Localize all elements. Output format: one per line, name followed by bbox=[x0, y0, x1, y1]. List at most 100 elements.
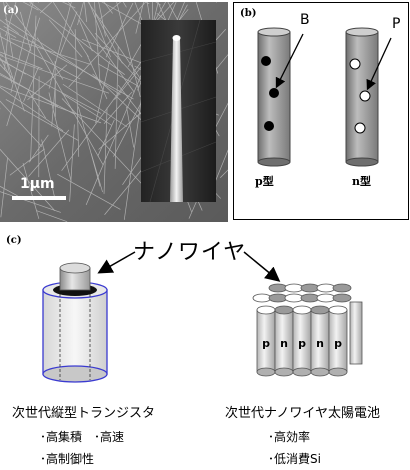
sem-image-panel: (a) 1μm bbox=[0, 2, 228, 222]
sem-fiber bbox=[10, 38, 91, 65]
sem-fiber bbox=[28, 129, 70, 177]
phosphorus-label: P bbox=[392, 16, 401, 32]
sem-fiber bbox=[127, 2, 167, 68]
nanowire-top bbox=[332, 293, 352, 303]
sem-fiber bbox=[95, 60, 110, 124]
sem-fiber bbox=[3, 25, 134, 100]
sem-fiber bbox=[105, 2, 134, 58]
sem-fiber bbox=[90, 153, 103, 193]
sem-fiber bbox=[116, 2, 141, 98]
p-type-rod bbox=[257, 27, 291, 167]
nanowire-top bbox=[284, 283, 304, 293]
sem-fiber bbox=[36, 37, 64, 80]
sem-fiber bbox=[97, 63, 140, 87]
sem-fiber bbox=[27, 64, 68, 100]
nanowire-rod bbox=[349, 301, 363, 365]
sem-fiber bbox=[3, 2, 14, 59]
boron-label: B bbox=[300, 12, 310, 28]
scale-bar bbox=[12, 196, 66, 200]
nanowire-top bbox=[274, 305, 294, 315]
doping-type-letter: n bbox=[316, 337, 324, 350]
sem-fiber bbox=[126, 106, 135, 148]
sem-fiber bbox=[0, 86, 64, 132]
nanowire-top bbox=[300, 293, 320, 303]
sem-fiber bbox=[85, 75, 142, 206]
transistor-feature-1: ･高集積 ･高速 bbox=[40, 430, 125, 444]
sem-fiber bbox=[48, 92, 72, 182]
sem-fiber bbox=[0, 100, 43, 147]
sem-fiber bbox=[48, 19, 83, 58]
sem-fiber bbox=[0, 85, 102, 124]
panel-b-label: (b) bbox=[240, 8, 257, 19]
panel-c-label: (c) bbox=[6, 235, 22, 246]
sem-fiber bbox=[209, 102, 228, 139]
nanowire-top bbox=[300, 283, 320, 293]
nanowire-tip bbox=[172, 35, 181, 41]
sem-fiber bbox=[0, 51, 43, 70]
sem-fiber bbox=[0, 72, 58, 107]
nanowire-top bbox=[252, 293, 272, 303]
sem-fiber bbox=[210, 149, 228, 192]
n-type-label: n型 bbox=[352, 175, 371, 188]
nanowire-top bbox=[332, 283, 352, 293]
sem-fiber bbox=[88, 2, 111, 58]
boron-arrow bbox=[275, 33, 304, 89]
solar-arrow bbox=[243, 251, 281, 282]
sem-fiber bbox=[0, 19, 19, 34]
sem-fiber bbox=[22, 2, 39, 11]
sem-fiber bbox=[69, 124, 75, 202]
sem-fiber bbox=[57, 173, 121, 210]
nanowire-top bbox=[284, 293, 304, 303]
sem-fiber bbox=[0, 58, 26, 75]
doping-type-letter: p bbox=[298, 337, 306, 350]
sem-fiber bbox=[134, 2, 143, 22]
phosphorus-arrow bbox=[366, 37, 392, 91]
nanowire-bottom bbox=[310, 367, 330, 377]
sem-fiber bbox=[22, 163, 40, 219]
sem-fiber bbox=[0, 35, 81, 80]
phosphorus-dopant bbox=[359, 90, 371, 102]
scale-bar-label: 1μm bbox=[20, 176, 55, 192]
boron-dopant bbox=[269, 88, 279, 98]
sem-fiber bbox=[36, 210, 68, 222]
p-type-label: p型 bbox=[255, 175, 274, 188]
nanowire-bottom bbox=[274, 367, 294, 377]
sem-fiber bbox=[27, 90, 46, 119]
sem-fiber bbox=[146, 2, 151, 19]
sem-fiber bbox=[4, 32, 9, 71]
nanowire-top bbox=[316, 293, 336, 303]
sem-fiber bbox=[5, 57, 25, 112]
transistor-feature-2: ･高制御性 bbox=[40, 452, 95, 466]
phosphorus-dopant bbox=[354, 122, 366, 134]
sem-fiber bbox=[84, 2, 88, 22]
sem-fiber bbox=[61, 52, 149, 171]
doping-type-letter: p bbox=[262, 337, 270, 350]
nanowire-top bbox=[328, 305, 348, 315]
nanowire-top bbox=[292, 305, 312, 315]
solar-feature-2: ･低消費Si bbox=[268, 452, 321, 466]
nanowire-bottom bbox=[328, 367, 348, 377]
sem-fiber bbox=[52, 2, 89, 58]
solar-cell-caption: 次世代ナノワイヤ太陽電池 bbox=[225, 406, 380, 421]
sem-fiber bbox=[123, 91, 143, 220]
nanowire-bottom bbox=[256, 367, 276, 377]
sem-fiber bbox=[68, 3, 145, 88]
nanowire-top bbox=[310, 305, 330, 315]
sem-fiber bbox=[101, 2, 142, 25]
sem-fiber bbox=[0, 27, 17, 38]
sem-fiber bbox=[0, 185, 18, 197]
nanowire-title: ナノワイヤ bbox=[133, 240, 247, 265]
phosphorus-dopant bbox=[349, 58, 361, 70]
boron-dopant bbox=[261, 56, 271, 66]
sem-fiber bbox=[103, 107, 108, 194]
sem-fiber bbox=[103, 91, 133, 124]
sem-fiber bbox=[59, 11, 78, 55]
sem-fiber bbox=[97, 119, 115, 157]
sem-fiber bbox=[86, 55, 108, 100]
solar-feature-1: ･高効率 bbox=[268, 430, 311, 444]
sem-fiber bbox=[77, 2, 84, 26]
sem-fiber bbox=[5, 99, 79, 142]
transistor-caption: 次世代縦型トランジスタ bbox=[12, 406, 156, 421]
sem-fiber bbox=[6, 17, 41, 127]
nanowire-bottom bbox=[292, 367, 312, 377]
